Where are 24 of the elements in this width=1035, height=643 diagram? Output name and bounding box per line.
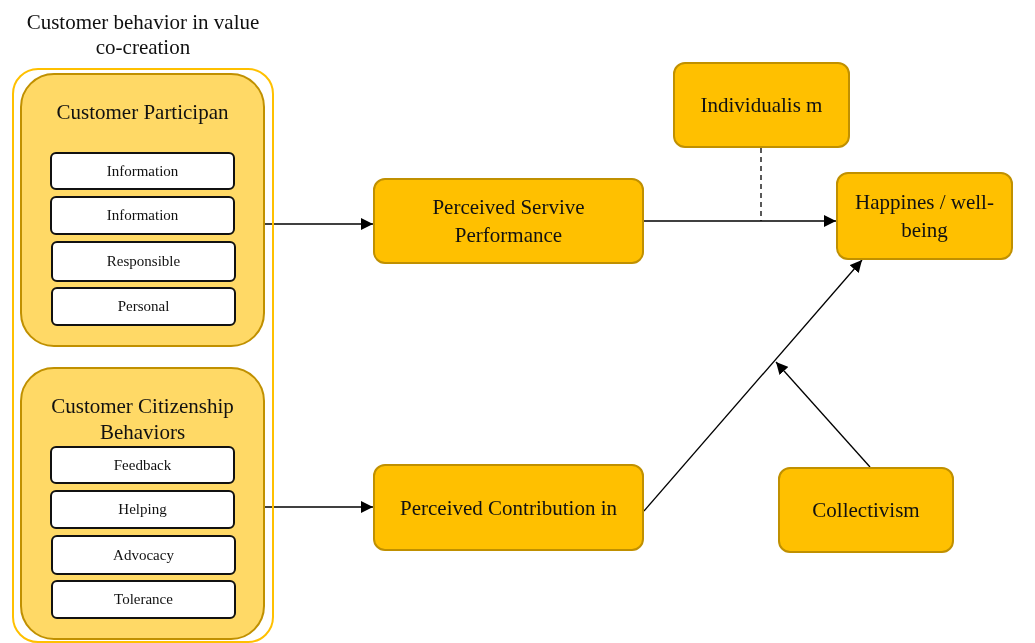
construct-box: Perceived Contribution in	[373, 464, 644, 551]
group-heading: Customer behavior in value co-creation	[25, 10, 261, 60]
group-box	[20, 73, 265, 347]
arrow	[264, 218, 374, 230]
item-box: Feedback	[50, 446, 235, 484]
construct-box: Individualis m	[673, 62, 850, 148]
construct-box: Perceived Servive Performance	[373, 178, 644, 264]
arrow	[643, 215, 837, 227]
group-heading: Customer Citizenship Behaviors	[50, 393, 235, 445]
arrow	[264, 501, 374, 513]
construct-box: Collectivism	[778, 467, 954, 553]
construct-box: Happines / well-being	[836, 172, 1013, 260]
group-box	[20, 367, 265, 640]
item-box: Advocacy	[51, 535, 236, 575]
group-heading: Customer Participan	[55, 99, 230, 125]
item-box: Personal	[51, 287, 236, 326]
item-box: Helping	[50, 490, 235, 529]
arrow	[775, 361, 871, 468]
item-box: Information	[50, 196, 235, 235]
item-box: Information	[50, 152, 235, 190]
item-box: Tolerance	[51, 580, 236, 619]
dashed-line	[760, 147, 762, 222]
item-box: Responsible	[51, 241, 236, 282]
arrow	[643, 259, 863, 512]
